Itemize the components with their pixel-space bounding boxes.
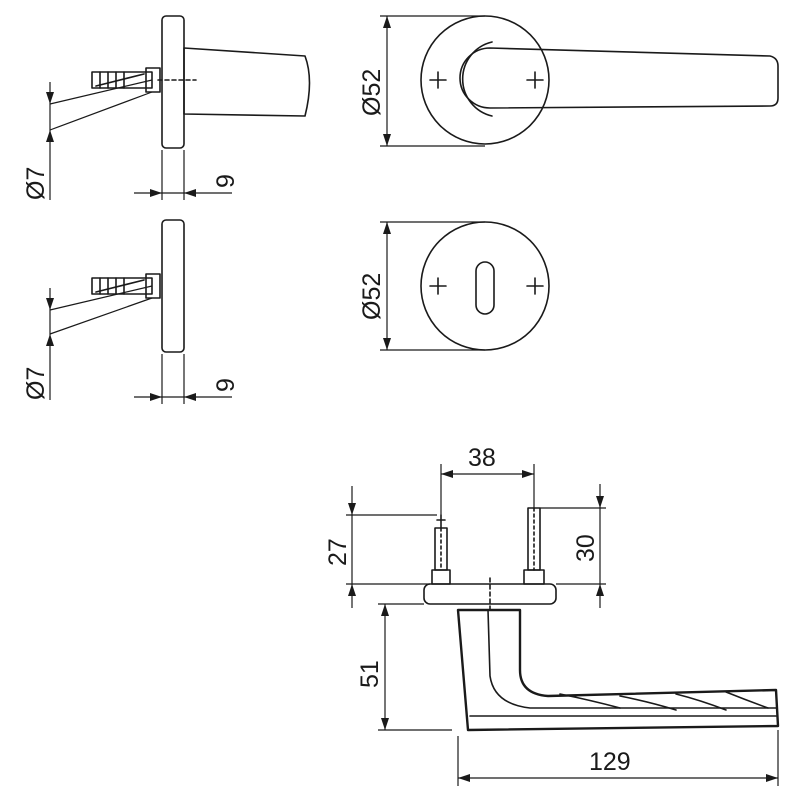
- lever-collar: [461, 41, 493, 117]
- label-diameter-52-bottom: Ø52: [358, 273, 386, 320]
- label-diameter-52-top: Ø52: [358, 69, 386, 116]
- key-screw-mark-left: [429, 277, 447, 295]
- label-height-30: 30: [572, 534, 600, 562]
- lever-front: [459, 47, 779, 109]
- pin-left: [431, 514, 451, 585]
- front-view-lever-rose: Ø52: [358, 15, 779, 147]
- base-plate: [423, 583, 557, 605]
- label-length-129: 129: [589, 748, 631, 776]
- spindle-screw-top: [91, 67, 197, 93]
- label-drop-51: 51: [356, 660, 384, 688]
- label-diameter-7-bottom: Ø7: [22, 367, 50, 400]
- lever-side-view: 38 27 30 51 129: [324, 444, 780, 786]
- leader-top-1: [49, 79, 153, 105]
- label-height-27: 27: [324, 538, 352, 566]
- label-thickness-9-top: 9: [212, 174, 240, 188]
- side-view-bottom: Ø7 9: [22, 219, 240, 404]
- keyhole: [475, 261, 495, 315]
- side-view-top: Ø7 9: [22, 15, 311, 200]
- lever-neck-side: [183, 47, 311, 117]
- key-rose-plate-side: [161, 219, 185, 353]
- label-spacing-38: 38: [468, 444, 496, 472]
- key-screw-mark-right: [526, 277, 544, 295]
- leader-top-2: [49, 91, 153, 131]
- lever-body-side: [456, 608, 780, 732]
- screw-mark-left: [429, 71, 447, 89]
- label-diameter-7-top: Ø7: [22, 167, 50, 200]
- front-view-key-rose: Ø52: [358, 221, 550, 351]
- screw-mark-right: [526, 71, 544, 89]
- label-thickness-9-bottom: 9: [212, 378, 240, 392]
- rose-plate-side: [161, 15, 185, 149]
- pin-right: [523, 507, 545, 585]
